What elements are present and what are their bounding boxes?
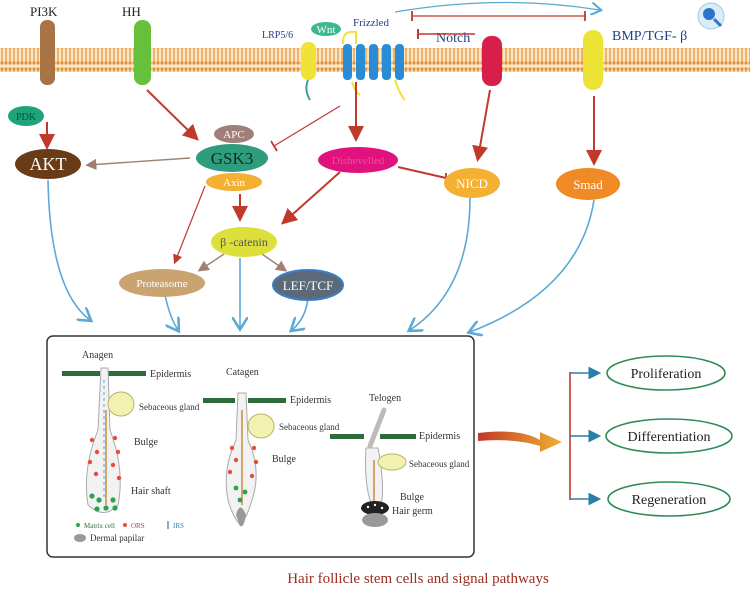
catagen-epidermis-label: Epidermis: [290, 395, 331, 406]
bcat-to-proteasome-arrow: [197, 253, 225, 272]
ors-swatch: [123, 523, 127, 527]
proliferation-label: Proliferation: [631, 367, 702, 382]
gsk3-node: [196, 144, 268, 172]
matrix-cell-label: Matrix cell: [84, 522, 115, 530]
pdk-node: [8, 106, 44, 126]
frizzled-label: Frizzled: [353, 17, 390, 29]
regeneration-label: Regeneration: [632, 493, 707, 508]
dermal-papilla-swatch: [74, 534, 86, 542]
telogen-hair-germ-label: Hair germ: [392, 506, 433, 517]
outcome-arrows: [570, 366, 602, 506]
lrp-label: LRP5/6: [262, 30, 293, 41]
anagen-hair-shaft-label: Hair shaft: [131, 486, 171, 497]
differentiation-label: Differentiation: [628, 430, 711, 445]
magnifier-icon[interactable]: [697, 2, 725, 30]
follicle-panel: [46, 335, 475, 558]
wnt-ligand: [311, 22, 341, 36]
catagen-bulge-label: Bulge: [272, 454, 296, 465]
lef-tcf-node: [272, 269, 344, 301]
telogen-bulge-label: Bulge: [400, 492, 424, 503]
notch-receptor: [482, 36, 502, 86]
axin-node: [206, 173, 262, 191]
pi3k-receptor: [40, 20, 55, 85]
nicd-label: NICD: [456, 176, 488, 191]
anagen-follicle: [62, 367, 146, 513]
smad-node: [556, 168, 620, 200]
pathway-arrows: [39, 82, 602, 265]
anagen-sebaceous-label: Sebaceous gland: [139, 402, 200, 412]
pdk-label: PDK: [16, 112, 37, 123]
nicd-node: [444, 168, 500, 198]
catagen-follicle: [203, 392, 286, 527]
telogen-follicle: [330, 407, 416, 527]
lrp-receptor: [301, 42, 316, 80]
smad-label: Smad: [573, 177, 603, 192]
bmp-receptor: [583, 30, 603, 90]
ors-label: ORS: [131, 522, 145, 530]
anagen-bulge-label: Bulge: [134, 437, 158, 448]
dermal-papilla-label: Dermal papilar: [90, 533, 144, 543]
apc-node: [214, 125, 254, 143]
telogen-epidermis-label: Epidermis: [419, 431, 460, 442]
catagen-label: Catagen: [226, 367, 259, 378]
akt-label: AKT: [30, 154, 67, 174]
regeneration-node: [607, 481, 731, 517]
bmp-label: BMP/TGF- β: [612, 29, 687, 44]
irs-label: IRS: [173, 522, 184, 530]
telogen-sebaceous-label: Sebaceous gland: [409, 459, 470, 469]
proteasome-node: [119, 269, 205, 297]
top-inhibition-lines: [394, 1, 600, 39]
flow-arrows: [47, 179, 595, 332]
anagen-label: Anagen: [82, 350, 113, 361]
matrix-cell-swatch: [76, 523, 80, 527]
akt-node: [15, 149, 81, 179]
lef-tcf-label: LEF/TCF: [283, 278, 334, 293]
apc-label: APC: [223, 129, 244, 141]
beta-catenin-node: [211, 227, 277, 257]
figure-caption: Hair follicle stem cells and signal path…: [287, 571, 549, 587]
beta-catenin-label: β -catenin: [220, 235, 268, 249]
hh-label: HH: [122, 4, 141, 19]
proliferation-node: [606, 355, 726, 391]
axin-label: Axin: [223, 177, 246, 189]
gsk3-label: GSK3: [211, 149, 254, 168]
gsk3-to-akt-arrow: [85, 157, 191, 171]
lrp-tail: [305, 79, 311, 101]
anagen-epidermis-label: Epidermis: [150, 369, 191, 380]
hh-receptor: [134, 20, 151, 85]
frizzled-receptor: [341, 30, 406, 101]
proteasome-label: Proteasome: [136, 278, 187, 290]
pi3k-label: PI3K: [30, 4, 58, 19]
cell-legend: Matrix cell ORS IRS Dermal papilar: [74, 521, 184, 543]
dishevelled-label: Dishevelled: [332, 155, 385, 167]
wnt-label: Wnt: [317, 24, 336, 36]
outcome-arrow: [478, 431, 562, 452]
catagen-sebaceous-label: Sebaceous gland: [279, 422, 340, 432]
dishevelled-node: [318, 147, 398, 173]
telogen-label: Telogen: [369, 393, 401, 404]
differentiation-node: [605, 418, 733, 454]
bcat-to-leftcf-arrow: [261, 253, 288, 272]
